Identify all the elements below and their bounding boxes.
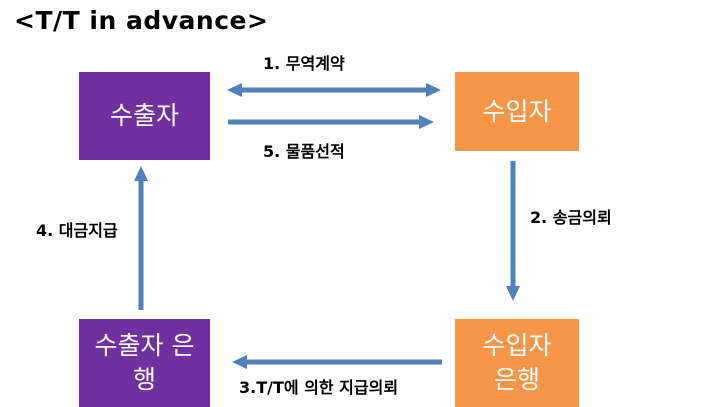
trade-contract-arrow [227,83,441,97]
shipment-arrow [228,115,434,129]
exporter-box: 수출자 [79,72,210,160]
importer-bank-box: 수입자 은행 [455,319,579,407]
exporter-bank-label: 수출자 은 행 [94,331,195,394]
tt-payment-request-arrow [232,355,442,369]
page-title: <T/T in advance> [14,6,269,35]
step-5-label: 5. 물품선적 [263,142,345,161]
step-3-label: 3.T/T에 의한 지급의뢰 [239,378,399,397]
importer-bank-label: 수입자 은행 [482,331,552,394]
exporter-label: 수출자 [109,101,179,130]
importer-label: 수입자 [482,96,552,126]
payment-arrow [134,166,148,310]
step-4-label: 4. 대금지급 [36,221,118,240]
importer-box: 수입자 [455,72,579,151]
step-1-label: 1. 무역계약 [263,54,345,73]
remittance-request-arrow [506,161,520,301]
exporter-bank-box: 수출자 은 행 [79,319,210,407]
step-2-label: 2. 송금의뢰 [530,208,612,227]
